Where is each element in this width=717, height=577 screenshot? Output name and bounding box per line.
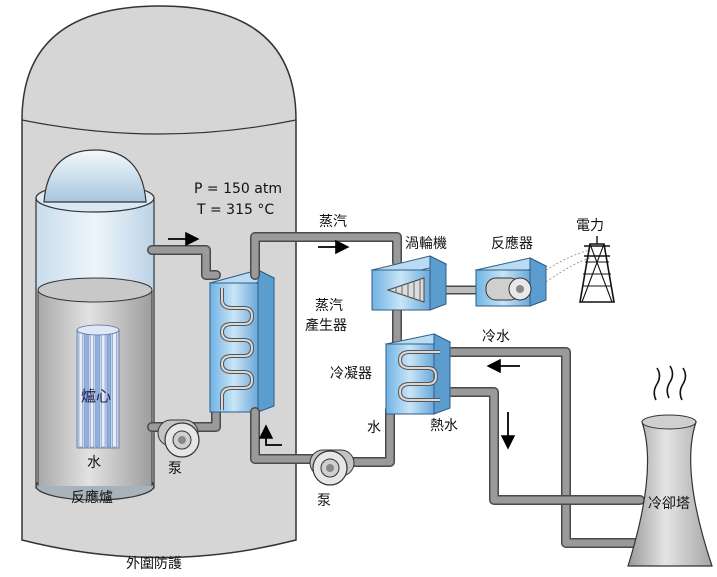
arrow-return [258,424,282,446]
steam-generator-label-1: 蒸汽 [315,298,343,314]
condenser-water-label: 水 [367,420,381,436]
cooling-tower [627,365,713,567]
turbine [370,255,448,311]
cooling-water-pipes [441,347,645,548]
turbine-label: 渦輪機 [405,236,447,252]
cooling-tower-label: 冷卻塔 [648,496,690,512]
generator-label: 反應器 [491,236,533,252]
reactor-core [76,324,120,449]
steam-label: 蒸汽 [319,214,347,230]
condenser-label: 冷凝器 [330,366,372,382]
cold-water-label: 冷水 [482,329,510,345]
core-label: 爐心 [81,387,112,405]
steam-generator-label-2: 產生器 [305,318,347,334]
steam-generator [208,269,276,413]
pressure-label: P = 150 atm [194,181,282,197]
electricity-label: 電力 [576,218,604,234]
primary-pump [157,419,200,458]
flow-arrows [168,231,520,450]
transmission-tower [545,236,615,303]
secondary-pump [309,449,355,486]
secondary-loop-pipes [250,232,483,467]
generator [474,257,548,307]
hot-water-label: 熱水 [430,418,458,434]
primary-pump-label: 泵 [168,461,182,477]
fuel-rod [112,330,117,448]
condenser [384,333,452,415]
vessel-water-label: 水 [87,455,101,471]
containment-label: 外圍防護 [126,556,182,572]
temperature-label: T = 315 °C [197,202,275,218]
reactor-vessel-label: 反應爐 [71,490,113,506]
secondary-pump-label: 泵 [317,493,331,509]
